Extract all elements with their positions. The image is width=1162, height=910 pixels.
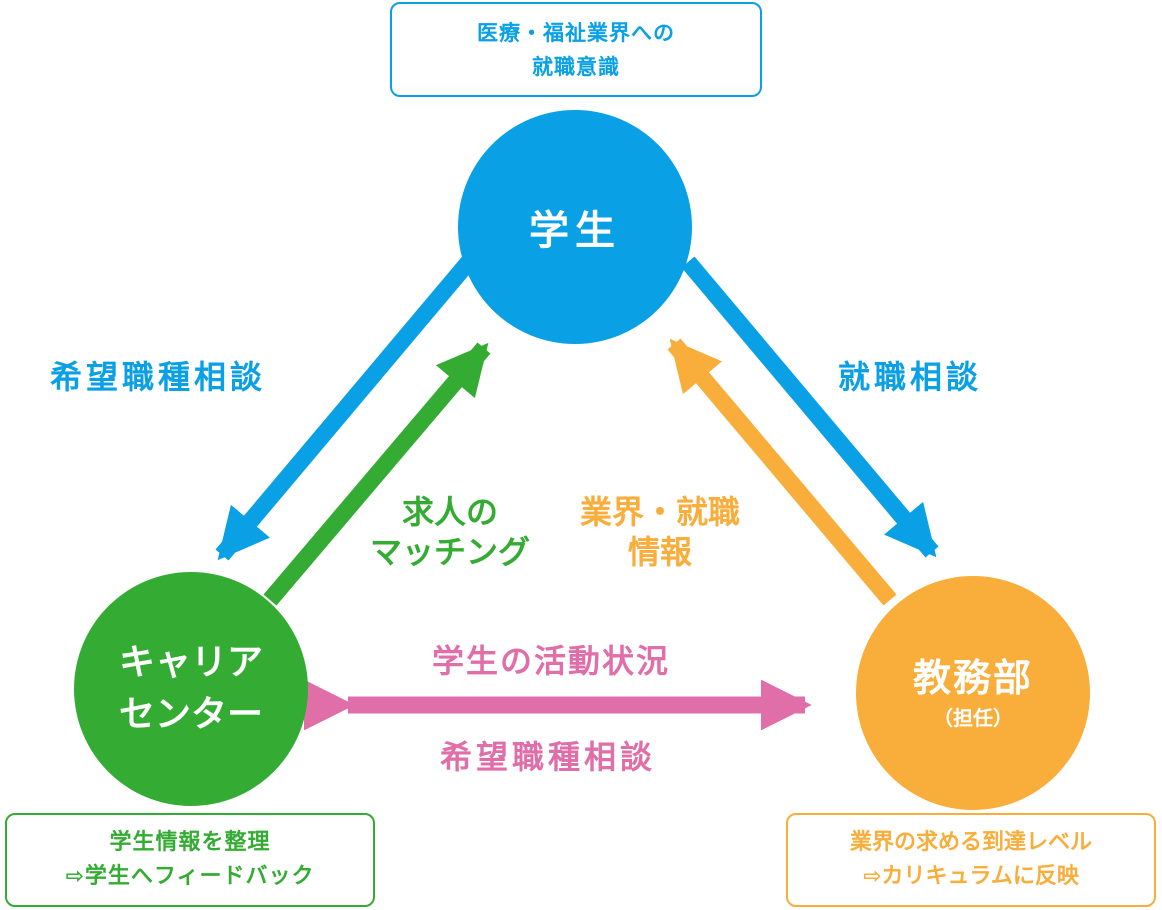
academic-affairs-label: 教務部 — [912, 656, 1033, 700]
label-career-to-student-line-1: 求人の — [402, 493, 499, 531]
label-career-to-student-line-2: マッチング — [370, 533, 531, 571]
academic-affairs-sublabel: （担任） — [933, 706, 1013, 730]
arrow-career-to-student — [263, 342, 491, 606]
career-note-line-2: ⇨学生へフィードバック — [65, 864, 315, 889]
career-center-note-box: 学生情報を整理 ⇨学生へフィードバック — [5, 813, 375, 907]
academic-affairs-node: 教務部 （担任） — [856, 576, 1090, 810]
student-node-label: 学生 — [529, 208, 621, 254]
label-career-academic-bottom: 希望職種相談 — [440, 738, 657, 776]
student-note-box: 医療・福祉業界への 就職意識 — [390, 2, 762, 97]
arrow-student-to-career — [215, 252, 479, 561]
arrow-student-to-academic — [681, 256, 939, 558]
label-academic-to-student-line-2: 情報 — [628, 533, 693, 571]
label-student-to-academic: 就職相談 — [838, 358, 983, 396]
label-career-academic-top: 学生の活動状況 — [432, 642, 671, 680]
label-academic-to-student: 業界・就職 情報 — [580, 492, 740, 572]
career-note-line-1: 学生情報を整理 — [109, 830, 271, 855]
career-center-label-line-1: キャリア — [118, 642, 263, 683]
student-node: 学生 — [458, 110, 692, 344]
arrow-academic-to-student — [667, 338, 897, 606]
academic-note-line-2: ⇨カリキュラムに反映 — [863, 864, 1079, 889]
student-note-line-1: 医療・福祉業界への — [477, 20, 675, 45]
academic-note-line-1: 業界の求める到達レベル — [849, 830, 1092, 855]
label-academic-to-student-line-1: 業界・就職 — [580, 493, 741, 531]
label-student-to-career: 希望職種相談 — [50, 358, 267, 396]
academic-affairs-note-box: 業界の求める到達レベル ⇨カリキュラムに反映 — [786, 813, 1156, 907]
career-center-label-line-2: センター — [118, 694, 263, 735]
career-center-node: キャリア センター — [74, 572, 308, 806]
label-career-to-student: 求人の マッチング — [370, 492, 530, 572]
student-note-line-2: 就職意識 — [532, 54, 620, 79]
